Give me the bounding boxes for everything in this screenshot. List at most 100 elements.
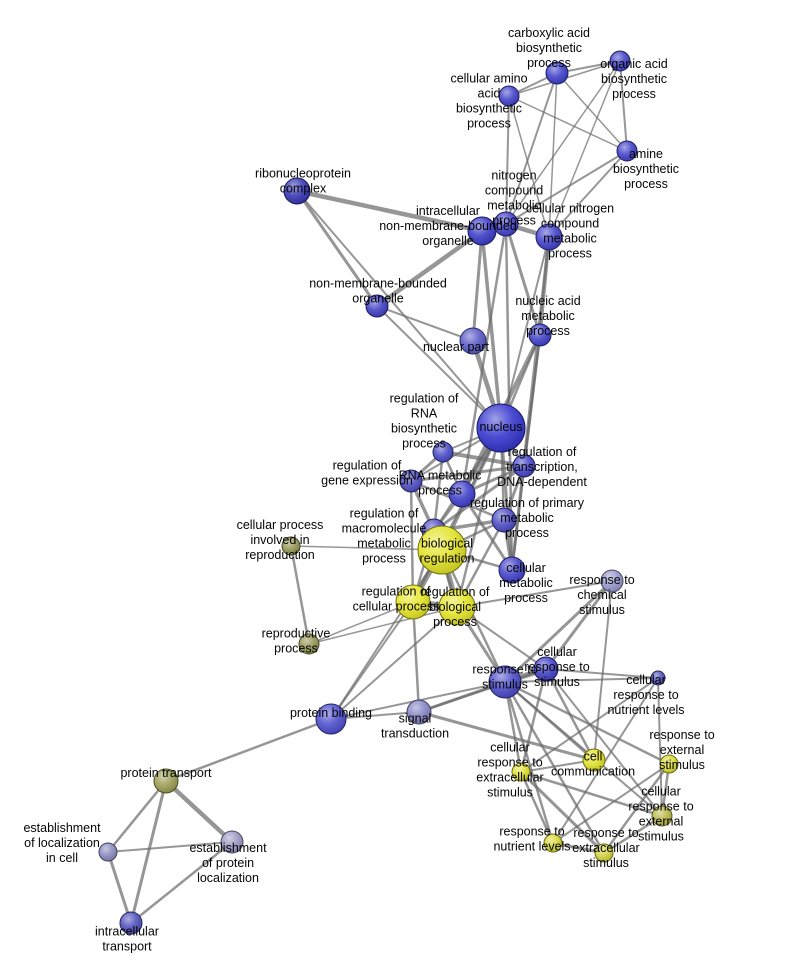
edge-cellular-response-to-nutrient-levels--cellular-response-to-external-stimulus — [657, 677, 663, 817]
node-carboxylic-acid-biosynthetic-process[interactable] — [545, 61, 569, 85]
node-cellular-response-to-stimulus[interactable] — [533, 656, 559, 682]
edge-cellular-amino-acid-biosynthetic-process--nitrogen-compound-metabolic-process — [505, 95, 510, 225]
node-cellular-response-to-extracellular-stimulus[interactable] — [511, 762, 531, 782]
edge-layer — [106, 60, 671, 925]
edge-cellular-response-to-stimulus--signal-transduction — [417, 667, 548, 714]
node-ribonucleoprotein-complex[interactable] — [283, 177, 311, 205]
edge-cellular-response-to-stimulus--response-to-chemical-stimulus — [544, 579, 614, 671]
node-response-to-stimulus[interactable] — [488, 665, 522, 699]
edge-response-to-nutrient-levels--cellular-response-to-extracellular-stimulus — [519, 770, 555, 845]
edge-non-membrane-bounded-organelle--nucleus — [376, 305, 502, 429]
node-response-to-nutrient-levels[interactable] — [543, 833, 563, 853]
edge-response-to-stimulus--cellular-response-to-external-stimulus — [504, 681, 663, 817]
edge-regulation-of-transcription-dna-dependent--regulation-of-gene-expression — [409, 464, 526, 483]
edge-cell-communication--cellular-response-to-extracellular-stimulus — [520, 759, 595, 773]
node-regulation-of-transcription-dna-dependent[interactable] — [512, 454, 536, 478]
node-nucleus[interactable] — [476, 403, 526, 453]
node-non-membrane-bounded-organelle[interactable] — [365, 294, 389, 318]
edge-response-to-stimulus--response-to-chemical-stimulus — [503, 579, 614, 684]
edge-regulation-of-rna-biosynthetic-process--regulation-of-transcription-dna-dependent — [441, 450, 526, 468]
edge-cellular-response-to-nutrient-levels--response-to-nutrient-levels — [552, 677, 659, 844]
edge-regulation-of-cellular-process--signal-transduction — [411, 600, 421, 714]
label-nuclear-part: nuclear part — [423, 340, 490, 354]
node-cellular-metabolic-process[interactable] — [498, 556, 526, 584]
edge-organic-acid-biosynthetic-process--amine-biosynthetic-process — [619, 60, 628, 152]
node-amine-biosynthetic-process[interactable] — [616, 140, 638, 162]
edge-reproductive-process--regulation-of-cellular-process — [308, 601, 414, 645]
node-establishment-of-protein-localization[interactable] — [220, 830, 244, 854]
label-protein-binding: protein binding — [290, 706, 372, 720]
label-protein-transport: protein transport — [120, 766, 212, 780]
node-response-to-chemical-stimulus[interactable] — [600, 569, 624, 593]
node-intracellular-non-membrane-bounded-organelle[interactable] — [467, 216, 497, 246]
edge-protein-transport--establishment-of-protein-localization — [163, 778, 235, 845]
node-signal-transduction[interactable] — [406, 699, 432, 725]
edge-amine-biosynthetic-process--nitrogen-compound-metabolic-process — [505, 150, 628, 225]
edge-intracellular-transport--establishment-of-protein-localization — [129, 840, 234, 925]
edge-regulation-of-transcription-dna-dependent--regulation-of-macromolecule-metabolic-process — [432, 464, 526, 533]
edge-protein-binding--regulation-of-biological-process — [330, 606, 458, 720]
node-organic-acid-biosynthetic-process[interactable] — [609, 50, 631, 72]
node-intracellular-transport[interactable] — [119, 911, 143, 935]
edge-cell-communication--response-to-chemical-stimulus — [593, 580, 613, 761]
edge-cellular-response-to-stimulus--cellular-response-to-extracellular-stimulus — [519, 667, 548, 774]
edge-ribonucleoprotein-complex--non-membrane-bounded-organelle — [295, 189, 379, 308]
node-rna-metabolic-process[interactable] — [448, 480, 476, 508]
node-protein-binding[interactable] — [315, 703, 347, 735]
edge-response-to-extracellular-stimulus--cellular-response-to-external-stimulus — [602, 814, 664, 855]
node-regulation-of-primary-metabolic-process[interactable] — [491, 507, 517, 533]
edge-carboxylic-acid-biosynthetic-process--nitrogen-compound-metabolic-process — [505, 72, 558, 225]
edge-cellular-response-to-nutrient-levels--cellular-response-to-extracellular-stimulus — [520, 677, 659, 773]
node-regulation-of-biological-process[interactable] — [438, 588, 476, 626]
node-regulation-of-rna-biosynthetic-process[interactable] — [432, 441, 454, 463]
node-reproductive-process[interactable] — [298, 633, 320, 655]
edge-protein-transport--intracellular-transport — [129, 779, 168, 925]
edge-amine-biosynthetic-process--cellular-nitrogen-compound-metabolic-process — [548, 150, 628, 238]
node-regulation-of-gene-expression[interactable] — [399, 469, 423, 493]
node-response-to-extracellular-stimulus[interactable] — [594, 843, 614, 863]
node-cellular-process-involved-in-reproduction[interactable] — [281, 536, 301, 556]
edge-response-to-stimulus--response-to-nutrient-levels — [503, 680, 555, 845]
edge-response-to-external-stimulus--response-to-nutrient-levels — [552, 763, 670, 844]
node-establishment-of-localization-in-cell[interactable] — [98, 842, 118, 862]
node-layer — [98, 50, 679, 935]
node-nucleic-acid-metabolic-process[interactable] — [528, 323, 552, 347]
node-cellular-response-to-external-stimulus[interactable] — [651, 805, 673, 827]
node-response-to-external-stimulus[interactable] — [659, 754, 679, 774]
node-cellular-nitrogen-compound-metabolic-process[interactable] — [535, 223, 563, 251]
edge-nitrogen-compound-metabolic-process--rna-metabolic-process — [460, 222, 508, 496]
edge-response-to-extracellular-stimulus--cellular-response-to-extracellular-stimulus — [519, 770, 606, 855]
label-nucleus: nucleus — [479, 420, 522, 434]
edge-protein-transport--establishment-of-localization-in-cell — [106, 779, 168, 854]
edge-organic-acid-biosynthetic-process--nitrogen-compound-metabolic-process — [505, 60, 621, 225]
edge-ribonucleoprotein-complex--intracellular-non-membrane-bounded-organelle — [294, 188, 485, 234]
node-protein-transport[interactable] — [153, 768, 179, 794]
node-cellular-amino-acid-biosynthetic-process[interactable] — [498, 85, 520, 107]
node-biological-regulation[interactable] — [417, 525, 467, 575]
node-cellular-response-to-nutrient-levels[interactable] — [650, 670, 666, 686]
edge-protein-binding--protein-transport — [164, 717, 333, 783]
edge-protein-binding--regulation-of-cellular-process — [330, 601, 414, 720]
node-regulation-of-cellular-process[interactable] — [395, 584, 431, 620]
node-cell-communication[interactable] — [582, 748, 606, 772]
edge-response-to-stimulus--cellular-response-to-nutrient-levels — [504, 677, 659, 683]
node-nuclear-part[interactable] — [459, 327, 487, 355]
